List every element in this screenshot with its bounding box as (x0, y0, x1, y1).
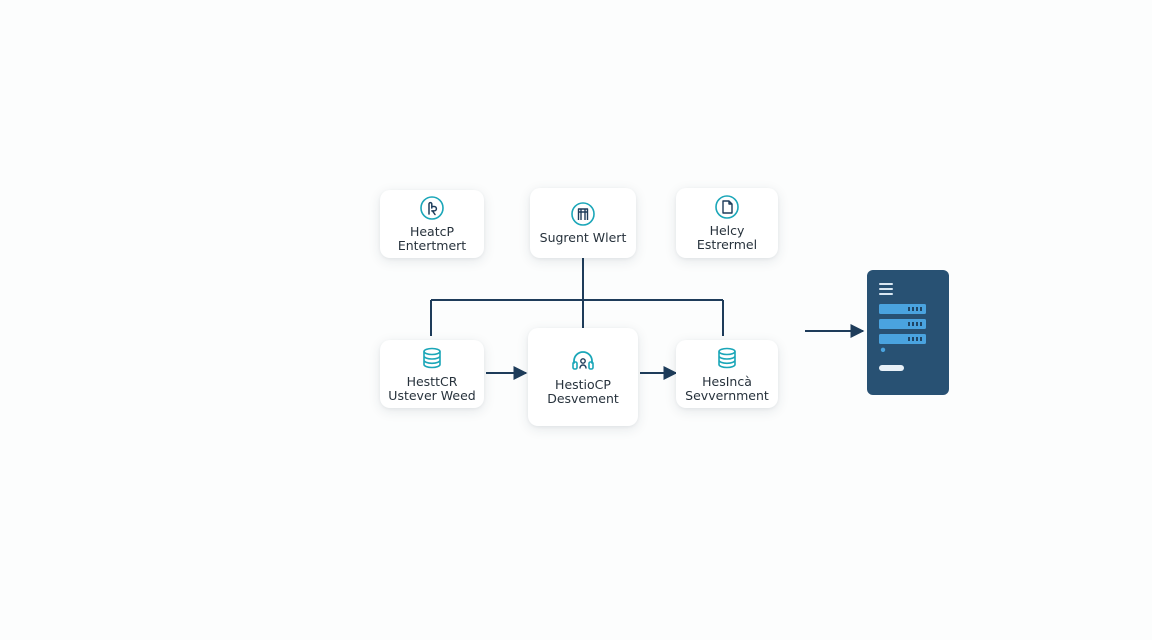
database-icon (423, 347, 441, 369)
node-top-left-line1: HeatcP (409, 224, 455, 239)
server-rack[interactable] (867, 270, 949, 395)
node-top-middle[interactable]: Sugrent Wlert (530, 188, 636, 258)
node-bottom-right-line1: HesIncà (702, 374, 752, 389)
node-bottom-left-line1: HesttCR (406, 374, 458, 389)
node-bottom-middle-line2: Desvement (547, 391, 619, 406)
node-top-middle-line1: Sugrent Wlert (539, 230, 627, 245)
node-bottom-left[interactable]: HesttCR Ustever Weed (380, 340, 484, 408)
node-bottom-right[interactable]: HesIncà Sevvernment (676, 340, 778, 408)
server-rack-icon (879, 283, 926, 371)
document-icon (715, 195, 739, 219)
node-bottom-middle[interactable]: HestioCP Desvement (528, 328, 638, 426)
node-top-left-line2: Entertmert (397, 238, 467, 253)
node-top-right-line1: Helcy (709, 223, 745, 238)
node-top-left[interactable]: HeatcP Entertmert (380, 190, 484, 258)
node-bottom-left-line2: Ustever Weed (388, 388, 476, 403)
door-icon (571, 202, 595, 226)
node-top-right[interactable]: Helcy Estrermel (676, 188, 778, 258)
hand-icon (420, 196, 444, 220)
node-top-right-line2: Estrermel (696, 237, 758, 252)
node-bottom-right-line2: Sevvernment (685, 388, 769, 403)
database-icon (718, 347, 736, 369)
node-bottom-middle-line1: HestioCP (555, 377, 611, 392)
headset-icon (572, 351, 594, 370)
